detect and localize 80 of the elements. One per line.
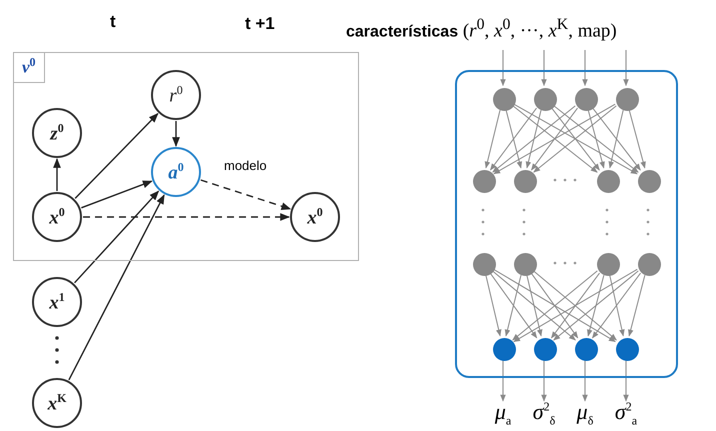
variable-node: x$^{1}$	[32, 277, 82, 327]
arrow	[526, 274, 542, 337]
arrow	[533, 270, 617, 340]
arrow	[588, 110, 605, 169]
arrow	[592, 272, 642, 339]
arrow	[490, 272, 538, 338]
arrow	[608, 110, 624, 168]
arrow	[512, 270, 598, 341]
arrow	[485, 274, 502, 337]
arrow	[628, 274, 646, 337]
arrow	[553, 270, 639, 341]
arrow	[623, 360, 629, 402]
arrow	[609, 274, 625, 336]
arrow	[493, 268, 616, 342]
arrow	[492, 270, 576, 340]
output-neuron	[492, 338, 516, 360]
hidden-neuron	[514, 252, 536, 276]
arrow	[513, 104, 638, 174]
output-symbol: μ$_{a}$	[488, 401, 518, 427]
hidden-neuron	[574, 88, 598, 110]
arrow	[551, 107, 600, 171]
hidden-neuron	[472, 252, 496, 276]
arrow	[530, 272, 578, 338]
variable-node: x$^{0}$	[290, 192, 340, 242]
variable-node: z$^{0}$	[32, 108, 82, 158]
arrow	[526, 110, 542, 169]
hidden-neuron	[638, 170, 660, 192]
hidden-neuron	[492, 88, 516, 110]
hidden-neuron	[596, 170, 620, 192]
arrow	[541, 50, 547, 86]
time-label: t +1	[245, 14, 275, 34]
arrow	[492, 105, 576, 173]
variable-node: x$^{0}$	[32, 192, 82, 242]
arrow	[172, 121, 180, 147]
variable-node: a$^{0}$	[151, 147, 201, 197]
arrow	[74, 190, 160, 284]
output-neuron	[616, 338, 638, 360]
time-label: t	[110, 12, 116, 32]
arrow	[68, 194, 165, 380]
arrow	[587, 274, 604, 337]
arrow	[582, 50, 588, 86]
arrow	[83, 213, 290, 221]
arrow	[81, 180, 153, 208]
group-frame	[13, 52, 359, 261]
arrow	[533, 105, 617, 173]
arrow	[628, 110, 646, 169]
hidden-neuron	[596, 252, 620, 276]
arrow	[541, 360, 547, 402]
hidden-neuron	[534, 88, 556, 110]
arrow	[500, 50, 506, 86]
arrow	[493, 104, 616, 174]
arrow	[530, 108, 578, 171]
variable-node: x$^{K}$	[32, 378, 82, 428]
output-symbol: μ$_{δ}$	[570, 401, 600, 427]
arrow	[512, 105, 598, 173]
arrow	[506, 110, 522, 169]
output-neuron	[534, 338, 556, 360]
arrow	[553, 105, 639, 173]
arrow	[484, 110, 501, 169]
group-heading: v$^{0}$	[14, 53, 45, 83]
arrow	[582, 360, 588, 402]
arrow	[490, 108, 538, 171]
arrow	[74, 112, 159, 199]
edge-label: modelo	[224, 158, 267, 173]
arrow	[623, 50, 629, 86]
arrow	[53, 158, 61, 191]
arrow	[500, 360, 506, 402]
arrow	[200, 179, 292, 210]
hidden-neuron	[472, 170, 496, 192]
arrow	[513, 268, 638, 342]
arrow	[550, 272, 600, 339]
hidden-neuron	[616, 88, 638, 110]
variable-node: r$^{0}$	[151, 70, 201, 120]
arrow	[592, 107, 641, 171]
hidden-neuron	[514, 170, 536, 192]
network-frame	[455, 70, 678, 378]
arrow	[504, 274, 522, 337]
hidden-neuron	[638, 252, 660, 276]
input-features-label: características (r$^{0}$, x$^{0}$, ···, x$^{K}$, map)	[346, 16, 617, 42]
output-neuron	[574, 338, 598, 360]
